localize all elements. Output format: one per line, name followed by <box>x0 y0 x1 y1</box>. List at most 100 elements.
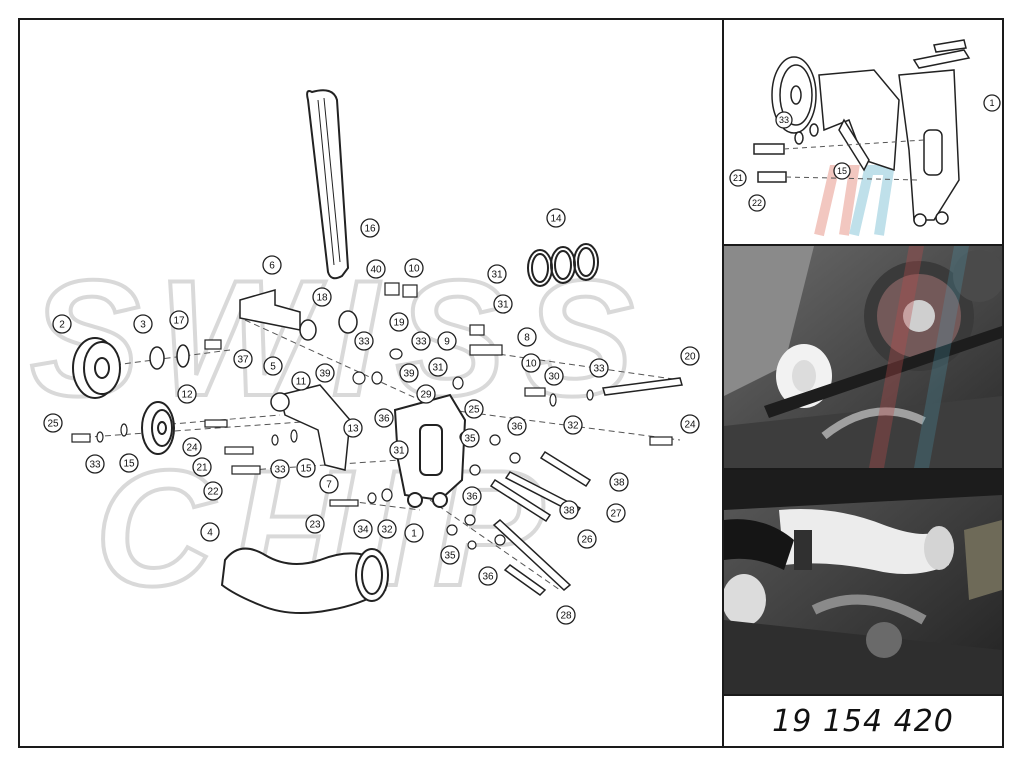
watermark-line1: SWISS <box>30 246 652 430</box>
callout-25: 25 <box>43 413 63 433</box>
callout-34: 34 <box>353 519 373 539</box>
hose-clamps <box>527 243 599 287</box>
callout-32: 32 <box>377 519 397 539</box>
callout-text-36: 36 <box>378 414 390 425</box>
callout-11: 11 <box>291 371 311 391</box>
callout-40: 40 <box>366 259 386 279</box>
callout-24: 24 <box>182 437 202 457</box>
callout-28: 28 <box>556 605 576 625</box>
callout-15: 15 <box>296 458 316 478</box>
callout-14: 14 <box>546 208 566 228</box>
callout-text-15: 15 <box>300 464 312 475</box>
callout-35: 35 <box>460 428 480 448</box>
callout-text-26: 26 <box>581 535 593 546</box>
callout-text-8: 8 <box>524 333 530 344</box>
callout-33: 33 <box>85 454 105 474</box>
washers <box>96 348 594 550</box>
callout-26: 26 <box>577 529 597 549</box>
callout-33: 33 <box>411 331 431 351</box>
callout-text-36: 36 <box>511 422 523 433</box>
callout-text-33: 33 <box>415 337 427 348</box>
callout-text-32: 32 <box>381 525 393 536</box>
callout-text-35: 35 <box>444 551 456 562</box>
callout-text-22: 22 <box>207 487 219 498</box>
callout-1: 1 <box>983 94 1001 112</box>
callout-22: 22 <box>748 194 766 212</box>
callout-19: 19 <box>389 312 409 332</box>
callout-10: 10 <box>521 353 541 373</box>
callout-text-17: 17 <box>173 316 185 327</box>
callout-38: 38 <box>559 500 579 520</box>
callout-8: 8 <box>517 327 537 347</box>
main-bracket <box>393 393 467 508</box>
callout-text-27: 27 <box>610 509 622 520</box>
drive-belt <box>306 89 350 280</box>
idler-pulley <box>141 401 175 455</box>
callout-text-33: 33 <box>779 115 789 125</box>
callout-33: 33 <box>270 459 290 479</box>
callout-31: 31 <box>428 357 448 377</box>
callout-text-36: 36 <box>466 492 478 503</box>
callout-text-10: 10 <box>525 359 537 370</box>
callout-31: 31 <box>389 440 409 460</box>
part-number: 19 154 420 <box>772 704 954 739</box>
callout-text-32: 32 <box>567 421 579 432</box>
callout-text-23: 23 <box>309 520 321 531</box>
crank-pulley <box>72 337 121 399</box>
callout-33: 33 <box>589 358 609 378</box>
detail-assembly-lines <box>783 139 925 181</box>
tensioner-arm <box>270 384 351 471</box>
callout-text-20: 20 <box>684 352 696 363</box>
frame-divider-3 <box>722 694 1004 696</box>
callout-33: 33 <box>354 331 374 351</box>
callout-39: 39 <box>315 363 335 383</box>
callout-text-31: 31 <box>491 270 503 281</box>
callout-10: 10 <box>404 258 424 278</box>
callout-text-1: 1 <box>989 98 994 108</box>
callout-text-1: 1 <box>411 529 417 540</box>
callout-5: 5 <box>263 356 283 376</box>
callout-21: 21 <box>729 169 747 187</box>
callout-text-15: 15 <box>837 166 847 176</box>
intake-hose <box>220 547 389 614</box>
callout-2: 2 <box>52 314 72 334</box>
callout-17: 17 <box>169 310 189 330</box>
callout-text-33: 33 <box>274 465 286 476</box>
callout-30: 30 <box>544 366 564 386</box>
callout-text-3: 3 <box>140 320 146 331</box>
callout-text-5: 5 <box>270 362 276 373</box>
callout-31: 31 <box>493 294 513 314</box>
frame-divider-vertical <box>722 18 724 748</box>
callout-text-19: 19 <box>393 318 405 329</box>
callout-13: 13 <box>343 418 363 438</box>
callout-33: 33 <box>775 111 793 129</box>
callout-text-34: 34 <box>357 525 369 536</box>
callout-text-33: 33 <box>89 460 101 471</box>
exploded-parts-diagram: SWISS CHIP <box>28 89 700 625</box>
installed-photo-2 <box>724 470 1002 694</box>
callout-18: 18 <box>312 287 332 307</box>
callout-text-31: 31 <box>393 446 405 457</box>
callout-text-18: 18 <box>316 293 328 304</box>
callout-text-28: 28 <box>560 611 572 622</box>
callout-36: 36 <box>478 566 498 586</box>
callout-29: 29 <box>416 384 436 404</box>
callout-text-24: 24 <box>684 420 696 431</box>
frame-divider-2 <box>722 468 1004 470</box>
callout-text-13: 13 <box>347 424 359 435</box>
callout-text-38: 38 <box>613 478 625 489</box>
callout-text-38: 38 <box>563 506 575 517</box>
callout-25: 25 <box>464 399 484 419</box>
callout-16: 16 <box>360 218 380 238</box>
callout-text-14: 14 <box>550 214 562 225</box>
callout-text-11: 11 <box>296 377 307 388</box>
small-bolts <box>71 282 673 507</box>
callout-text-25: 25 <box>468 405 480 416</box>
callout-27: 27 <box>606 503 626 523</box>
callout-36: 36 <box>507 416 527 436</box>
callout-text-39: 39 <box>403 369 415 380</box>
callout-text-9: 9 <box>444 337 450 348</box>
